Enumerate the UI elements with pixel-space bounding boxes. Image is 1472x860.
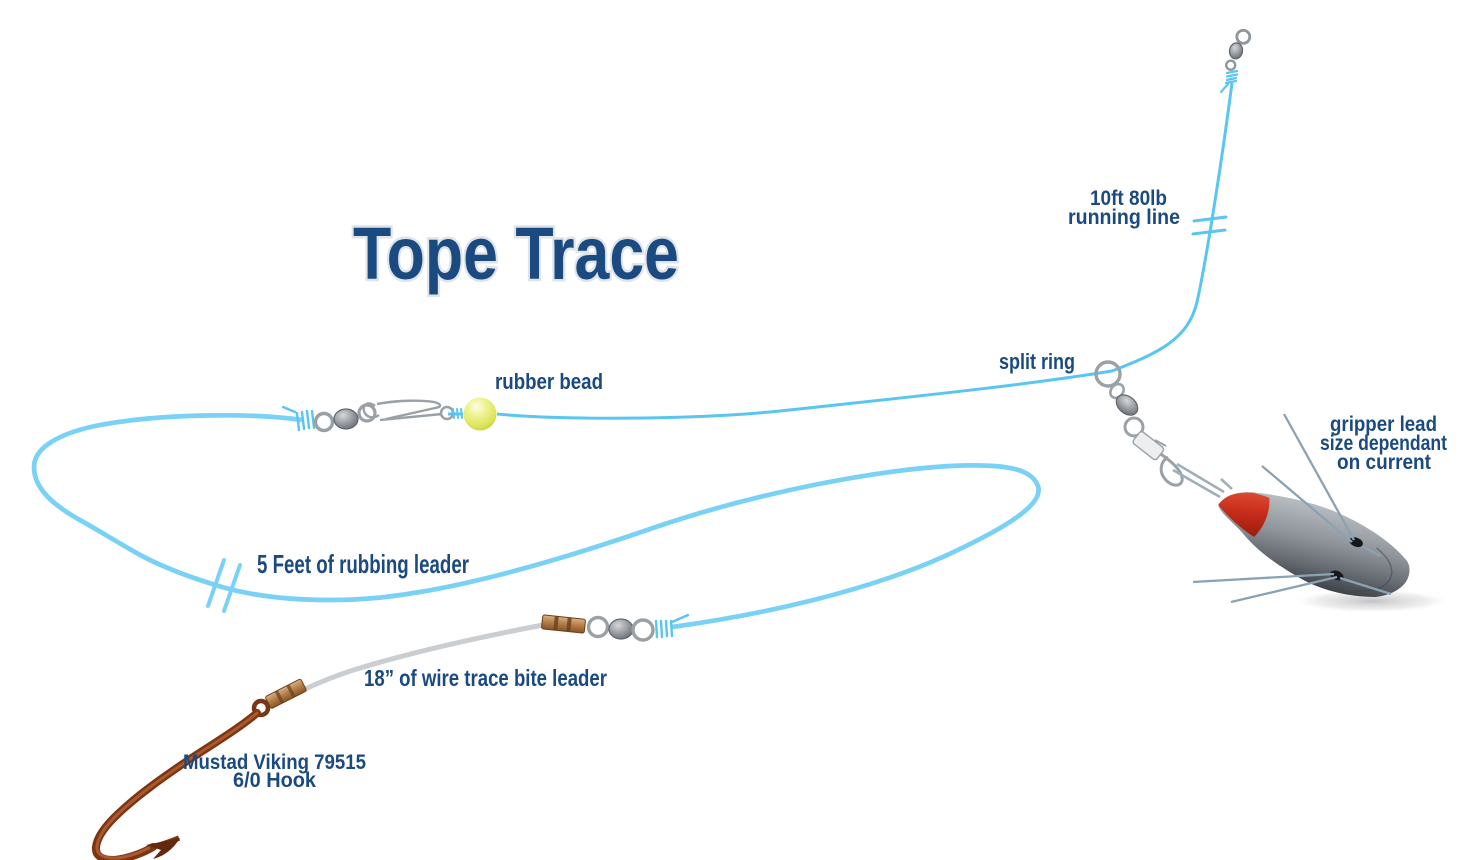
svg-text:split ring: split ring (999, 349, 1075, 374)
svg-text:5 Feet of rubbing leader: 5 Feet of rubbing leader (257, 549, 469, 579)
svg-text:10ft 80lb: 10ft 80lb (1090, 187, 1167, 210)
svg-text:18” of wire trace bite leader: 18” of wire trace bite leader (364, 665, 607, 691)
svg-text:6/0 Hook: 6/0 Hook (233, 769, 316, 792)
svg-text:running line: running line (1068, 206, 1180, 229)
svg-text:rubber bead: rubber bead (495, 369, 603, 394)
svg-text:Mustad Viking 79515: Mustad Viking 79515 (183, 751, 366, 774)
svg-text:gripper lead: gripper lead (1330, 413, 1437, 436)
svg-text:on current: on current (1337, 451, 1431, 474)
svg-text:size dependant: size dependant (1320, 432, 1447, 455)
svg-text:Tope Trace: Tope Trace (353, 212, 679, 295)
